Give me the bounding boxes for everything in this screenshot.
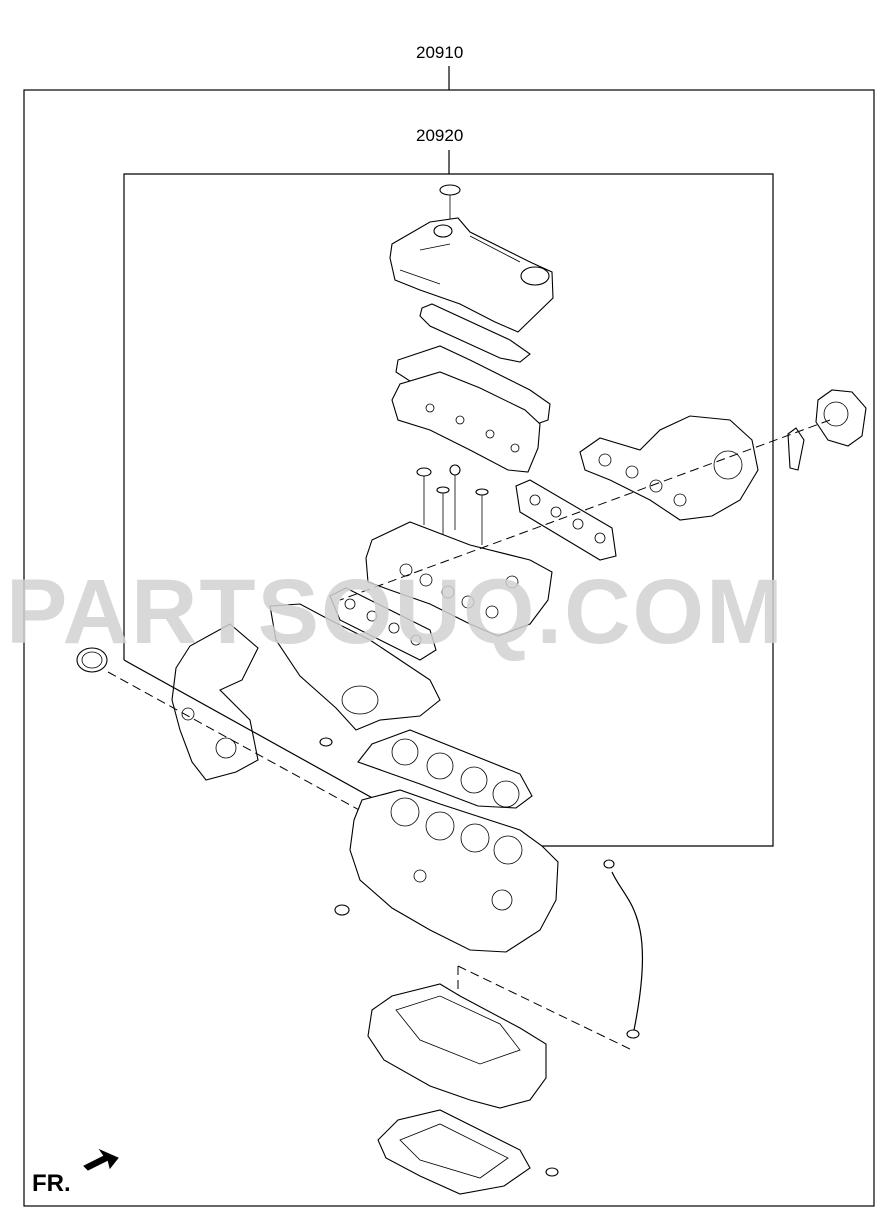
seal-washer [416, 467, 432, 477]
water-pump-gasket [787, 427, 805, 471]
intake-manifold [579, 415, 759, 521]
cam-carrier [391, 371, 541, 473]
cylinder-block [349, 789, 559, 953]
front-crank-seal [76, 647, 108, 673]
front-direction-arrow-icon [83, 1148, 119, 1171]
watermark: PARTSOUQ.COM [6, 561, 785, 663]
cylinder-head-gasket [357, 729, 533, 809]
seal-washer [475, 488, 489, 496]
seal-washer [436, 486, 450, 494]
upper-oil-pan [367, 983, 547, 1109]
part-code-inner-assembly[interactable]: 20920 [416, 126, 464, 145]
block-seal [334, 904, 350, 916]
bolt [449, 464, 461, 476]
intake-manifold-gasket [515, 479, 617, 561]
timing-cover-gasket [171, 623, 259, 781]
part-code-outer-assembly[interactable]: 20910 [416, 43, 464, 62]
front-orientation-label: FR. [32, 1170, 71, 1197]
valve-cover-gasket [419, 303, 531, 363]
cylinder-head [365, 521, 553, 637]
exhaust-manifold [269, 603, 441, 731]
nut [319, 737, 333, 747]
drain-plug-washer [545, 1167, 559, 1177]
oil-cap-seal [439, 184, 461, 196]
inner-assembly-frame [123, 173, 774, 847]
oil-dipstick [603, 859, 644, 1039]
water-pump [815, 389, 867, 447]
valve-cover [389, 217, 554, 333]
lower-oil-pan [377, 1109, 531, 1195]
exhaust-manifold-gasket [329, 587, 437, 661]
